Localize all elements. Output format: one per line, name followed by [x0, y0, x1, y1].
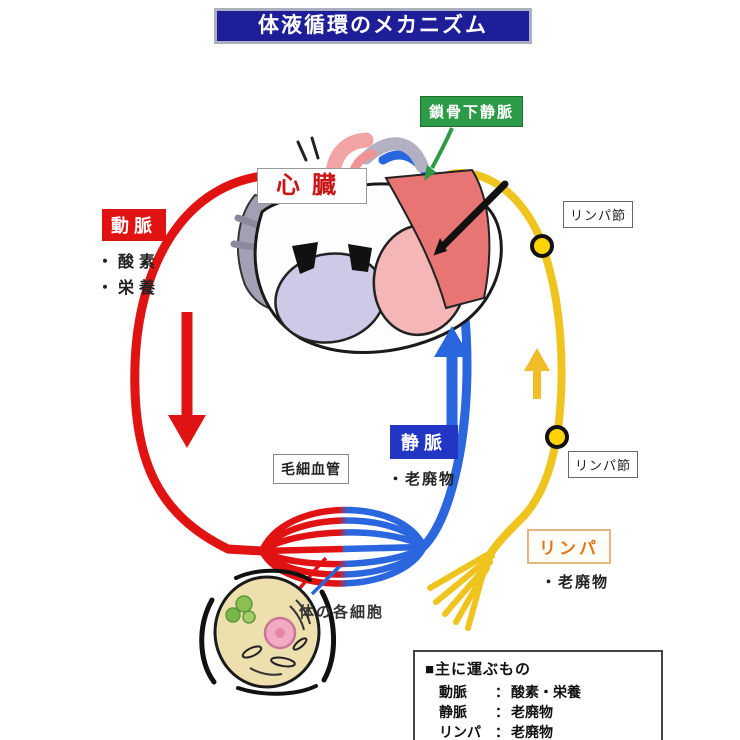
capillary-bed — [258, 506, 428, 587]
legend-colon: ： — [495, 724, 509, 740]
legend-row-artery: 動脈 ： 酸素・栄養 — [425, 682, 653, 702]
capillary-center-blue — [342, 543, 425, 553]
artery-note-oxygen: ・酸素 — [97, 254, 161, 271]
lymph-node-dot — [530, 234, 554, 258]
cell-vein-connector — [310, 564, 342, 596]
heart-illustration — [230, 132, 509, 354]
artery-flow-arrow — [168, 312, 206, 448]
artery-path — [130, 171, 267, 556]
legend-value: 酸素・栄養 — [511, 684, 581, 700]
body-cells-label: 体の各細胞 — [299, 604, 385, 621]
legend-row-vein: 静脈 ： 老廃物 — [425, 702, 653, 722]
lymph-node-label-upper: リンパ節 — [563, 201, 634, 228]
capillary-center-red — [261, 545, 344, 555]
vein-flow-arrow — [434, 326, 470, 428]
lymph-path — [541, 250, 566, 434]
subclavian-vein-label: 鎖骨下静脈 — [420, 96, 524, 127]
legend-colon: ： — [495, 684, 509, 700]
legend-name: 動脈 — [439, 684, 467, 700]
capillary-label: 毛細血管 — [273, 454, 349, 484]
legend-name: 静脈 — [439, 704, 467, 720]
legend-name: リンパ — [439, 724, 481, 740]
lymph-capillary-fork — [427, 549, 495, 631]
legend-value: 老廃物 — [511, 704, 553, 720]
legend-heading: ■主に運ぶもの — [425, 661, 532, 678]
heart-label: 心臓 — [257, 168, 367, 204]
lymph-label: リンパ — [527, 529, 611, 564]
vein-label: 静脈 — [390, 425, 458, 459]
legend-box: ■主に運ぶもの 動脈 ： 酸素・栄養 静脈 ： 老廃物 リンパ ： 老廃物 — [413, 650, 663, 740]
page-title: 体液循環のメカニズム — [214, 8, 532, 44]
legend-value: 老廃物 — [511, 724, 553, 740]
lymph-path — [485, 442, 559, 560]
cell-illustration — [199, 568, 336, 696]
artery-label: 動脈 — [102, 209, 166, 241]
lymph-node-dot — [545, 425, 569, 449]
vein-note: ・老廃物 — [388, 471, 457, 488]
subclavian-pointer-arrow — [424, 127, 454, 181]
lymph-flow-arrow — [524, 348, 550, 399]
lymph-note: ・老廃物 — [541, 574, 610, 591]
legend-colon: ： — [495, 704, 509, 720]
artery-note-nutrition: ・栄養 — [97, 280, 161, 297]
cell-artery-connector — [298, 556, 328, 590]
artery-notes: ・酸素 ・栄養 — [97, 250, 160, 302]
lymph-node-label-lower: リンパ節 — [568, 451, 639, 478]
legend-row-lymph: リンパ ： 老廃物 — [425, 722, 653, 740]
